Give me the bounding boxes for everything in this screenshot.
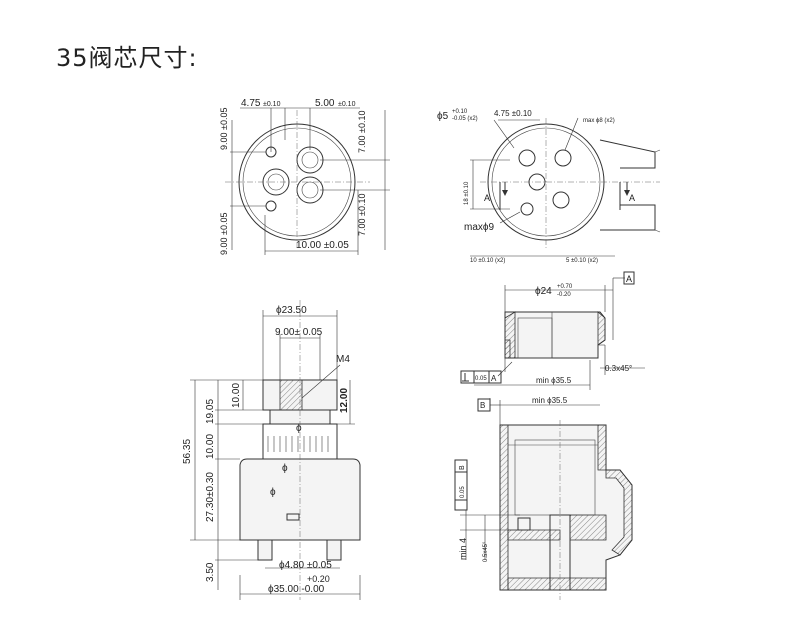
tr-dim-5: 5 ±0.10 (x2)	[566, 258, 598, 264]
tr-section-a-left: A	[484, 193, 490, 203]
br-min-35-5-a: min ϕ35.5	[536, 376, 572, 385]
bottom-right-housing-top	[460, 271, 645, 390]
tr-max-8: max ϕ8 (x2)	[583, 118, 615, 124]
br-chamfer-2: 0.5x45°	[483, 541, 489, 562]
tr-section-a-right: A	[629, 193, 635, 203]
bl-phi-23-50: ϕ23.50	[276, 305, 307, 316]
br-phi-24-dn: -0.20	[557, 292, 571, 298]
br-min-4: min 4	[458, 538, 468, 560]
br-datum-a: A	[626, 274, 632, 284]
br-min-35-5-b: min ϕ35.5	[532, 396, 568, 405]
br-perp-ref: B	[459, 465, 466, 470]
bl-h-27-30: 27.30±0.30	[205, 472, 216, 522]
pin-hole-bottom	[265, 200, 277, 212]
tl-dim-7-00-top: 7.00 ±0.10	[357, 111, 367, 153]
port-left-top	[518, 149, 536, 167]
br-flatness-ref: A	[491, 374, 497, 383]
lower-port	[296, 176, 324, 204]
port-right-bottom	[552, 191, 570, 209]
bl-phi-b: ϕ	[282, 463, 288, 474]
pin-hole	[520, 202, 534, 216]
tr-dim-18: 18 ±0.10	[464, 181, 470, 205]
tr-phi5-tol-up: +0.10	[452, 109, 468, 115]
tl-dim-4-75: 4.75	[241, 98, 261, 109]
pin-left	[257, 539, 273, 561]
bl-phi-4-80: ϕ4.80 ±0.05	[279, 560, 332, 571]
bl-h-3-50: 3.50	[205, 562, 216, 582]
br-phi-24-up: +0.70	[557, 284, 573, 290]
pin-right	[326, 539, 342, 561]
tr-dim-10: 10 ±0.10 (x2)	[470, 258, 505, 264]
br-perpendicularity: 0.05	[460, 486, 466, 498]
tl-dim-5-00: 5.00	[315, 98, 335, 109]
bl-h-56-35: 56.35	[182, 439, 193, 464]
bl-phi-a: ϕ	[296, 423, 302, 434]
tr-max-9: maxϕ9	[464, 222, 494, 233]
tr-dim-4-75: 4.75 ±0.10	[494, 109, 532, 118]
tl-dim-5-00-tol: ±0.10	[338, 101, 356, 108]
page-title: 35阀芯尺寸:	[56, 44, 198, 72]
bl-m4: M4	[336, 354, 350, 365]
bottom-right-housing-bottom	[454, 398, 633, 600]
tl-dim-9-00-bot: 9.00 ±0.05	[219, 213, 229, 255]
m4-thread	[279, 379, 303, 411]
port-right-top	[554, 149, 572, 167]
bl-phi-35-tol: +0.20	[307, 574, 330, 584]
br-phi-24: ϕ24	[535, 286, 552, 297]
bl-phi-c: ϕ	[270, 487, 276, 498]
tl-dim-7-00-bot: 7.00 ±0.10	[357, 194, 367, 236]
br-datum-b: B	[480, 401, 485, 410]
tl-dim-9-00-top: 9.00 ±0.05	[219, 108, 229, 150]
upper-port	[296, 146, 324, 174]
bl-dim-9-00: 9.00± 0.05	[275, 327, 323, 338]
tl-dim-10-00: 10.00 ±0.05	[296, 240, 349, 251]
bl-h-12-00: 12.00	[339, 388, 350, 413]
top-left-end-view	[225, 107, 390, 255]
tr-phi5: ϕ5	[437, 111, 449, 122]
tr-phi5-tol-dn: -0.05 (x2)	[452, 116, 478, 122]
top-right-end-view	[470, 117, 661, 257]
bl-phi-35-00: ϕ35.00 -0.00	[268, 584, 325, 595]
tl-dim-4-75-tol: ±0.10	[263, 101, 281, 108]
bl-h-10-00-b: 10.00	[205, 434, 216, 459]
bl-h-19-05: 19.05	[205, 399, 216, 424]
bottom-left-side-view	[190, 300, 361, 600]
br-chamfer: 0.3x45°	[605, 364, 632, 373]
body-slot	[286, 513, 300, 521]
br-flatness: 0.05	[475, 376, 487, 382]
bl-h-10-00: 10.00	[231, 383, 242, 408]
